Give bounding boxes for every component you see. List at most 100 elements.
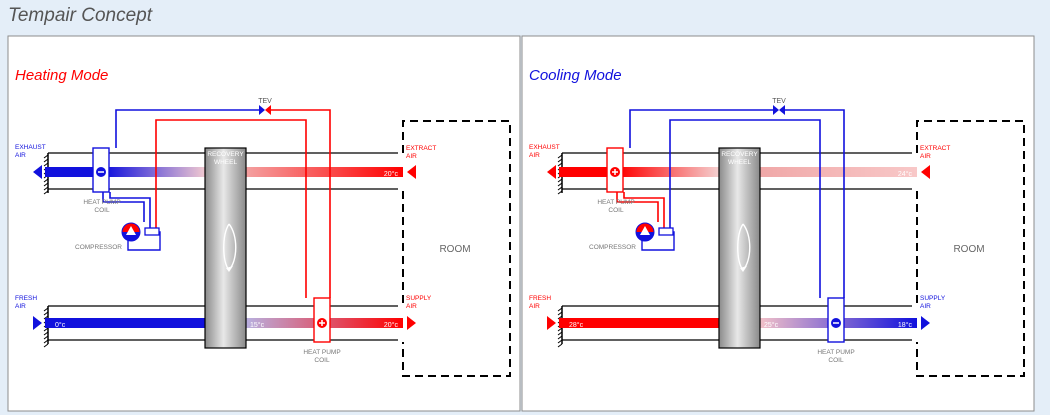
exhaust-hatch-tick	[557, 186, 563, 191]
exhaust-arrow	[547, 165, 556, 179]
supply-air-label-line-1: SUPPLY	[406, 295, 432, 302]
tev-valve-right	[779, 105, 785, 115]
exhaust-air-label-line-2: AIR	[15, 152, 26, 159]
pipe-coil-suction-2	[616, 192, 659, 222]
fresh-hatch-tick	[43, 339, 49, 344]
exhaust-arrow	[33, 165, 42, 179]
exhaust-stream-solid	[559, 167, 619, 177]
page-title: Tempair Concept	[8, 5, 152, 26]
wheel-rotation-arrowhead	[226, 266, 233, 272]
temp-extract: 20°c	[384, 170, 399, 178]
mode-title: Cooling Mode	[529, 67, 622, 84]
fresh-hatch-tick	[43, 307, 49, 312]
extract-air-label-line-1: EXTRACT	[920, 145, 950, 152]
heating-mode-panel: Heating ModeROOMEXHAUSTAIREXTRACTAIRFRES…	[7, 35, 521, 412]
fresh-hatch-tick	[557, 335, 563, 340]
fresh-hatch-tick	[557, 315, 563, 320]
exhaust-hatch-tick	[43, 182, 49, 187]
pipe-coil-suction-2	[102, 192, 145, 222]
temp-mid: 15°c	[250, 321, 265, 329]
temp-supply: 18°c	[898, 321, 913, 329]
supply-air-label-line-1: SUPPLY	[920, 295, 946, 302]
fresh-arrow	[33, 316, 42, 330]
temp-fresh: 0°c	[55, 321, 66, 329]
compressor-label: COMPRESSOR	[589, 244, 636, 251]
tev-label: TEV	[772, 98, 786, 105]
exhaust-air-label-line-2: AIR	[529, 152, 540, 159]
extract-stream	[760, 167, 917, 177]
compressor-icon	[640, 226, 650, 235]
fresh-hatch-tick	[557, 343, 563, 348]
temp-extract: 24°c	[898, 170, 913, 178]
temp-supply: 20°c	[384, 321, 399, 329]
fresh-hatch-tick	[43, 331, 49, 336]
exhaust-hatch-tick	[557, 190, 563, 195]
extract-arrow	[407, 165, 416, 179]
wheel-rotation-arrowhead	[740, 266, 747, 272]
recovery-wheel-label-line-2: WHEEL	[728, 159, 752, 166]
extract-arrow	[921, 165, 930, 179]
exhaust-air-label-line-1: EXHAUST	[529, 144, 560, 151]
supply-air-label-line-2: AIR	[920, 303, 931, 310]
mode-title: Heating Mode	[15, 67, 108, 84]
pipe-coil-to-tev	[629, 109, 774, 148]
fresh-hatch-tick	[43, 311, 49, 316]
recovery-wheel-label-line-1: RECOVERY	[207, 151, 244, 158]
reversing-valve	[658, 227, 674, 236]
coil-top-label-line-2: COIL	[94, 207, 110, 214]
tev-label: TEV	[258, 98, 272, 105]
pipe-compressor-discharge	[155, 119, 307, 298]
temp-mid: 25°c	[764, 321, 779, 329]
exhaust-hatch-tick	[43, 178, 49, 183]
coil-bottom-label-line-2: COIL	[828, 357, 844, 364]
recovery-wheel-label-line-2: WHEEL	[214, 159, 238, 166]
exhaust-hatch-tick	[557, 158, 563, 163]
exhaust-hatch-tick	[43, 162, 49, 167]
fresh-air-label-line-2: AIR	[529, 303, 540, 310]
pipe-coil-suction	[109, 192, 151, 228]
fresh-arrow	[547, 316, 556, 330]
exhaust-hatch-tick	[557, 182, 563, 187]
pipe-coil-to-tev	[115, 109, 260, 148]
exhaust-stream-gradient	[619, 167, 719, 177]
fresh-stream	[45, 318, 205, 328]
extract-air-label-line-2: AIR	[406, 153, 417, 160]
exhaust-hatch-tick	[557, 154, 563, 159]
fresh-hatch-tick	[43, 315, 49, 320]
fresh-air-label-line-2: AIR	[15, 303, 26, 310]
room-label: ROOM	[439, 244, 470, 255]
exhaust-hatch-tick	[43, 186, 49, 191]
fresh-hatch-tick	[557, 331, 563, 336]
supply-air-label-line-2: AIR	[406, 303, 417, 310]
recovery-wheel	[718, 147, 761, 349]
fresh-hatch-tick	[557, 339, 563, 344]
room-outline	[916, 120, 1025, 377]
fresh-air-label-line-1: FRESH	[15, 295, 37, 302]
exhaust-air-label-line-1: EXHAUST	[15, 144, 46, 151]
coil-bottom-label-line-1: HEAT PUMP	[303, 349, 340, 356]
supply-arrow	[407, 316, 416, 330]
coil-bottom-label-line-1: HEAT PUMP	[817, 349, 854, 356]
fresh-hatch-tick	[557, 327, 563, 332]
exhaust-hatch-tick	[43, 158, 49, 163]
pipe-coil-suction	[623, 192, 665, 228]
extract-air-label-line-2: AIR	[920, 153, 931, 160]
fresh-hatch-tick	[43, 343, 49, 348]
pipe-tev-to-coil	[784, 109, 845, 298]
tev-valve-left	[259, 105, 265, 115]
temp-fresh: 28°c	[569, 321, 584, 329]
pipe-compressor-discharge	[669, 119, 821, 298]
supply-arrow	[921, 316, 930, 330]
extract-air-label-line-1: EXTRACT	[406, 145, 436, 152]
fresh-hatch-tick	[557, 311, 563, 316]
coil-top-label-line-2: COIL	[608, 207, 624, 214]
recovery-wheel-label-line-1: RECOVERY	[721, 151, 758, 158]
compressor-icon	[126, 226, 136, 235]
exhaust-hatch-tick	[557, 162, 563, 167]
room-label: ROOM	[953, 244, 984, 255]
panel-frame	[7, 35, 521, 412]
coil-top-label-line-1: HEAT PUMP	[83, 199, 120, 206]
fresh-hatch-tick	[43, 327, 49, 332]
fresh-stream	[559, 318, 719, 328]
exhaust-stream-solid	[45, 167, 105, 177]
